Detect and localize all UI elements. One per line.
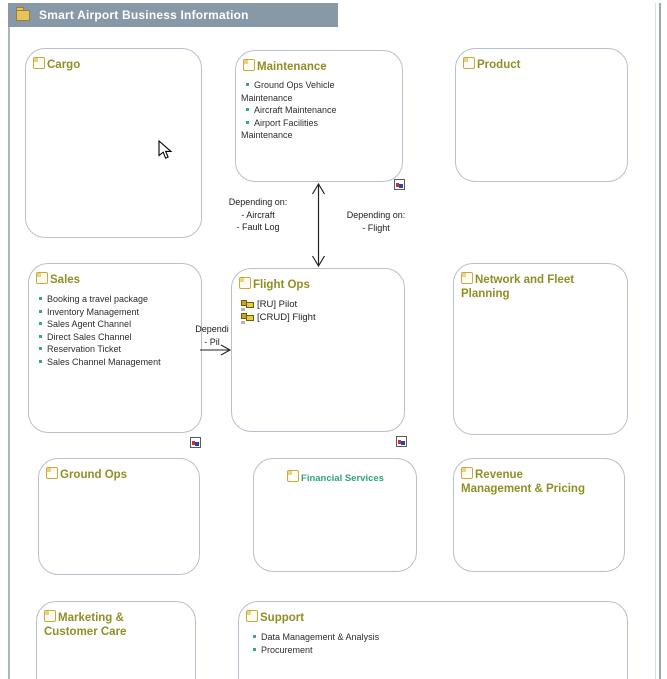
capability-box-network-fleet-planning[interactable]: Network and Fleet Planning <box>453 263 628 435</box>
capability-icon <box>46 467 58 479</box>
box-title: Product <box>456 49 627 72</box>
capability-icon <box>44 610 56 622</box>
box-title: Marketing & Customer Care <box>44 610 127 638</box>
box-title: Flight Ops <box>232 269 404 292</box>
capability-list: Booking a travel package Inventory Manag… <box>29 287 201 368</box>
capability-box-ground-ops[interactable]: Ground Ops <box>38 458 200 575</box>
business-object-row: [CRUD] Flight <box>232 311 404 324</box>
capability-icon <box>287 470 300 482</box>
dependency-arrow-sales-flightops[interactable] <box>198 341 236 359</box>
bullet-icon <box>246 120 249 124</box>
bullet-icon <box>39 347 42 350</box>
list-item: Inventory Management <box>34 306 197 319</box>
capability-box-revenue-management-pricing[interactable]: Revenue Management & Pricing <box>453 458 625 572</box>
bullet-icon <box>39 334 42 338</box>
box-title: Financial Services <box>254 459 416 486</box>
list-item: Sales Agent Channel <box>34 318 197 331</box>
capability-icon <box>463 57 475 69</box>
capability-icon <box>461 467 473 479</box>
capability-icon <box>33 57 45 69</box>
bullet-icon <box>39 309 42 313</box>
subdiagram-indicator-icon[interactable] <box>190 437 201 448</box>
bullet-icon <box>39 297 42 300</box>
bullet-icon <box>253 635 256 638</box>
service-box-financial-services[interactable]: Financial Services <box>253 458 417 572</box>
folder-icon <box>16 7 30 21</box>
box-title: Support <box>239 602 627 625</box>
frame-left-border <box>8 27 10 679</box>
capability-box-maintenance[interactable]: Maintenance Ground Ops Vehicle Maintenan… <box>235 50 403 182</box>
capability-box-flight-ops[interactable]: Flight Ops [RU] Pilot [CRUD] Flight <box>231 268 405 432</box>
dependency-label-clipped: Dependi - Pil <box>195 324 229 347</box>
diagram-title-bar: Smart Airport Business Information <box>8 3 338 27</box>
capability-icon <box>239 277 251 289</box>
business-object-list: [RU] Pilot [CRUD] Flight <box>232 292 404 324</box>
capability-icon <box>243 59 255 71</box>
box-title: Cargo <box>26 49 201 72</box>
subdiagram-indicator-icon[interactable] <box>396 436 407 447</box>
list-item: Sales Channel Management <box>34 356 197 369</box>
capability-icon <box>246 610 258 622</box>
business-object-icon <box>241 299 254 311</box>
mouse-cursor <box>158 140 173 159</box>
capability-box-marketing-customer-care[interactable]: Marketing & Customer Care <box>36 601 196 679</box>
list-item: Direct Sales Channel <box>34 331 197 344</box>
box-title: Ground Ops <box>39 459 199 482</box>
business-object-icon <box>241 312 254 324</box>
bullet-icon <box>246 108 249 111</box>
business-object-row: [RU] Pilot <box>232 298 404 311</box>
list-item: Procurement <box>248 644 623 657</box>
box-title: Maintenance <box>236 51 402 74</box>
diagram-title: Smart Airport Business Information <box>39 8 249 22</box>
capability-icon <box>36 272 48 284</box>
capability-box-sales[interactable]: Sales Booking a travel package Inventory… <box>28 263 202 433</box>
box-title: Sales <box>29 264 201 287</box>
list-item: Ground Ops Vehicle Maintenance <box>241 80 335 103</box>
dependency-label: Depending on: - Flight <box>346 210 406 233</box>
subdiagram-indicator-icon[interactable] <box>394 179 405 190</box>
list-item: Booking a travel package <box>34 293 197 306</box>
box-title: Network and Fleet Planning <box>461 272 575 300</box>
list-item: Airport Facilities Maintenance <box>241 117 319 141</box>
list-item: Data Management & Analysis <box>248 631 623 644</box>
capability-box-product[interactable]: Product <box>455 48 628 182</box>
frame-right-border-soft <box>655 3 656 679</box>
capability-list: Data Management & Analysis Procurement <box>239 625 627 656</box>
dependency-arrow-maintenance-flightops[interactable] <box>300 179 338 271</box>
box-title: Revenue Management & Pricing <box>461 467 585 495</box>
list-item: Reservation Ticket <box>34 343 197 356</box>
frame-right-border <box>659 3 661 679</box>
bullet-icon <box>253 647 256 651</box>
list-item: Aircraft Maintenance <box>241 104 369 117</box>
capability-box-support[interactable]: Support Data Management & Analysis Procu… <box>238 601 628 679</box>
capability-list: Ground Ops Vehicle Maintenance Aircraft … <box>236 74 373 142</box>
bullet-icon <box>39 359 42 363</box>
capability-box-cargo[interactable]: Cargo <box>25 48 202 238</box>
bullet-icon <box>39 322 42 325</box>
bullet-icon <box>246 83 249 86</box>
capability-icon <box>461 272 473 284</box>
dependency-label: Depending on: - Aircraft - Fault Log <box>228 197 288 232</box>
